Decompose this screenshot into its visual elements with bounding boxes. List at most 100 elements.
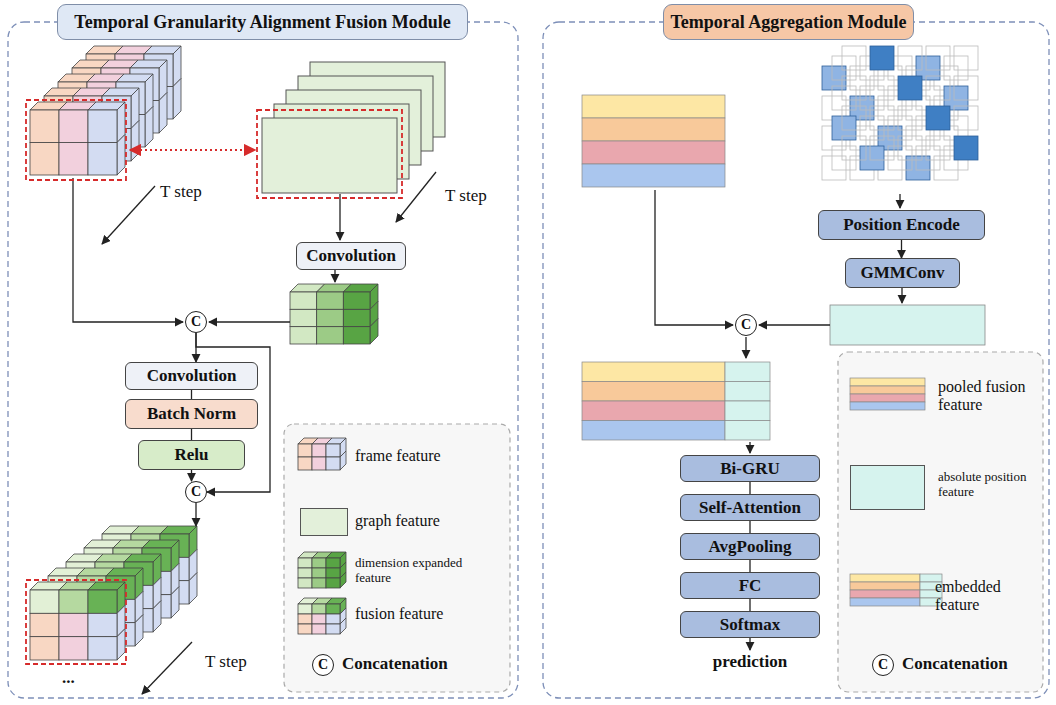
legend-swatch <box>850 465 925 510</box>
graph-grid-cell <box>926 106 950 130</box>
graph-grid-cell <box>870 76 894 100</box>
graph-grid-cell <box>870 106 894 130</box>
feature-cube <box>298 552 346 588</box>
feature-bar <box>850 582 920 590</box>
concat-symbol: C <box>872 654 894 676</box>
step-label: T step <box>205 652 247 672</box>
connector <box>749 521 750 533</box>
graph-grid-cell <box>832 86 856 110</box>
node-text: C <box>191 484 201 500</box>
ellipsis-label: ... <box>62 668 75 688</box>
node-text: Relu <box>175 445 209 465</box>
process-box: Relu <box>138 440 245 470</box>
process-box: AvgPooling <box>680 533 820 560</box>
legend-text: Concatenation <box>342 654 482 674</box>
process-box: FC <box>680 572 820 599</box>
node-text: Self-Attention <box>699 498 801 518</box>
connector <box>191 470 192 481</box>
process-box: Self-Attention <box>680 494 820 521</box>
process-box: Bi-GRU <box>680 455 820 482</box>
legend-box <box>284 424 510 692</box>
node-text: Convolution <box>147 366 237 386</box>
node-text: AvgPooling <box>709 537 792 557</box>
feature-bar <box>582 362 725 382</box>
graph-grid-cell <box>832 146 856 170</box>
feature-bar <box>850 574 920 582</box>
feature-illustrations <box>30 46 985 660</box>
concat-circle: C <box>185 481 207 503</box>
feature-bar <box>850 402 925 410</box>
feature-bar <box>850 598 920 606</box>
connector <box>191 390 192 399</box>
connector <box>191 429 192 440</box>
graph-grid-cell <box>860 146 884 170</box>
node-text: Bi-GRU <box>720 459 780 479</box>
graph-grid-cell <box>898 136 922 160</box>
graph-grid-cell <box>954 76 978 100</box>
graph-grid-cell <box>954 106 978 130</box>
flow-lines <box>73 172 902 694</box>
feature-cube <box>30 582 125 660</box>
graph-grid-cell <box>926 46 950 70</box>
process-box: Batch Norm <box>125 399 258 429</box>
process-box: Convolution <box>125 362 258 390</box>
graph-grid-cell <box>870 136 894 160</box>
legend-text: absolute position feature <box>938 470 1038 500</box>
position-bar <box>725 421 770 441</box>
feature-bar <box>582 421 725 441</box>
position-bar <box>725 401 770 421</box>
node-text: C <box>741 317 751 333</box>
module-title: Temporal Granularity Alignment Fusion Mo… <box>57 4 468 40</box>
graph-grid-cell <box>842 46 866 70</box>
graph-grid-cell <box>888 146 912 170</box>
process-box: Softmax <box>680 611 820 638</box>
feature-bar <box>582 164 725 187</box>
feature-bar <box>850 378 925 386</box>
feature-bar <box>850 394 925 402</box>
feature-bar <box>582 401 725 421</box>
graph-grid-cell <box>842 106 866 130</box>
step-label: T step <box>445 186 487 206</box>
graph-grid-cell <box>916 146 940 170</box>
feature-bar <box>582 141 725 164</box>
graph-plate <box>262 118 397 193</box>
feature-bar <box>582 382 725 402</box>
graph-grid-cell <box>822 66 846 90</box>
graph-grid-cell <box>870 46 894 70</box>
legend-text: frame feature <box>355 447 495 465</box>
graph-grid-cell <box>926 76 950 100</box>
feature-bar <box>850 590 920 598</box>
alignment-arrow <box>130 149 255 151</box>
feature-cube <box>290 284 378 344</box>
node-text: Convolution <box>306 246 396 266</box>
feature-cube <box>298 438 346 470</box>
node-text: Softmax <box>720 615 780 635</box>
graph-grid-cell <box>944 56 968 80</box>
position-bar <box>725 382 770 402</box>
legend-text: pooled fusion feature <box>938 378 1038 415</box>
output-label: prediction <box>690 652 810 672</box>
process-box: Position Encode <box>818 210 985 240</box>
process-box: Convolution <box>296 242 406 270</box>
graph-grid-cell <box>860 86 884 110</box>
node-text: GMMConv <box>860 263 944 283</box>
feature-bar <box>850 386 925 394</box>
node-text: Temporal Aggregation Module <box>670 12 906 33</box>
graph-grid-cell <box>832 56 856 80</box>
legend-swatch <box>300 508 348 536</box>
connector <box>901 240 902 258</box>
legend-text: Concatenation <box>902 654 1037 674</box>
node-text: C <box>191 314 201 330</box>
panel-outline <box>8 22 518 698</box>
panel-outline <box>543 22 1049 698</box>
position-bar <box>725 362 770 382</box>
concat-circle: C <box>185 311 207 333</box>
position-feature <box>830 305 985 345</box>
connector <box>749 482 750 494</box>
legend-text: graph feature <box>355 512 495 530</box>
connector <box>749 599 750 611</box>
feature-bar <box>582 95 725 118</box>
node-text: Temporal Granularity Alignment Fusion Mo… <box>74 12 450 33</box>
